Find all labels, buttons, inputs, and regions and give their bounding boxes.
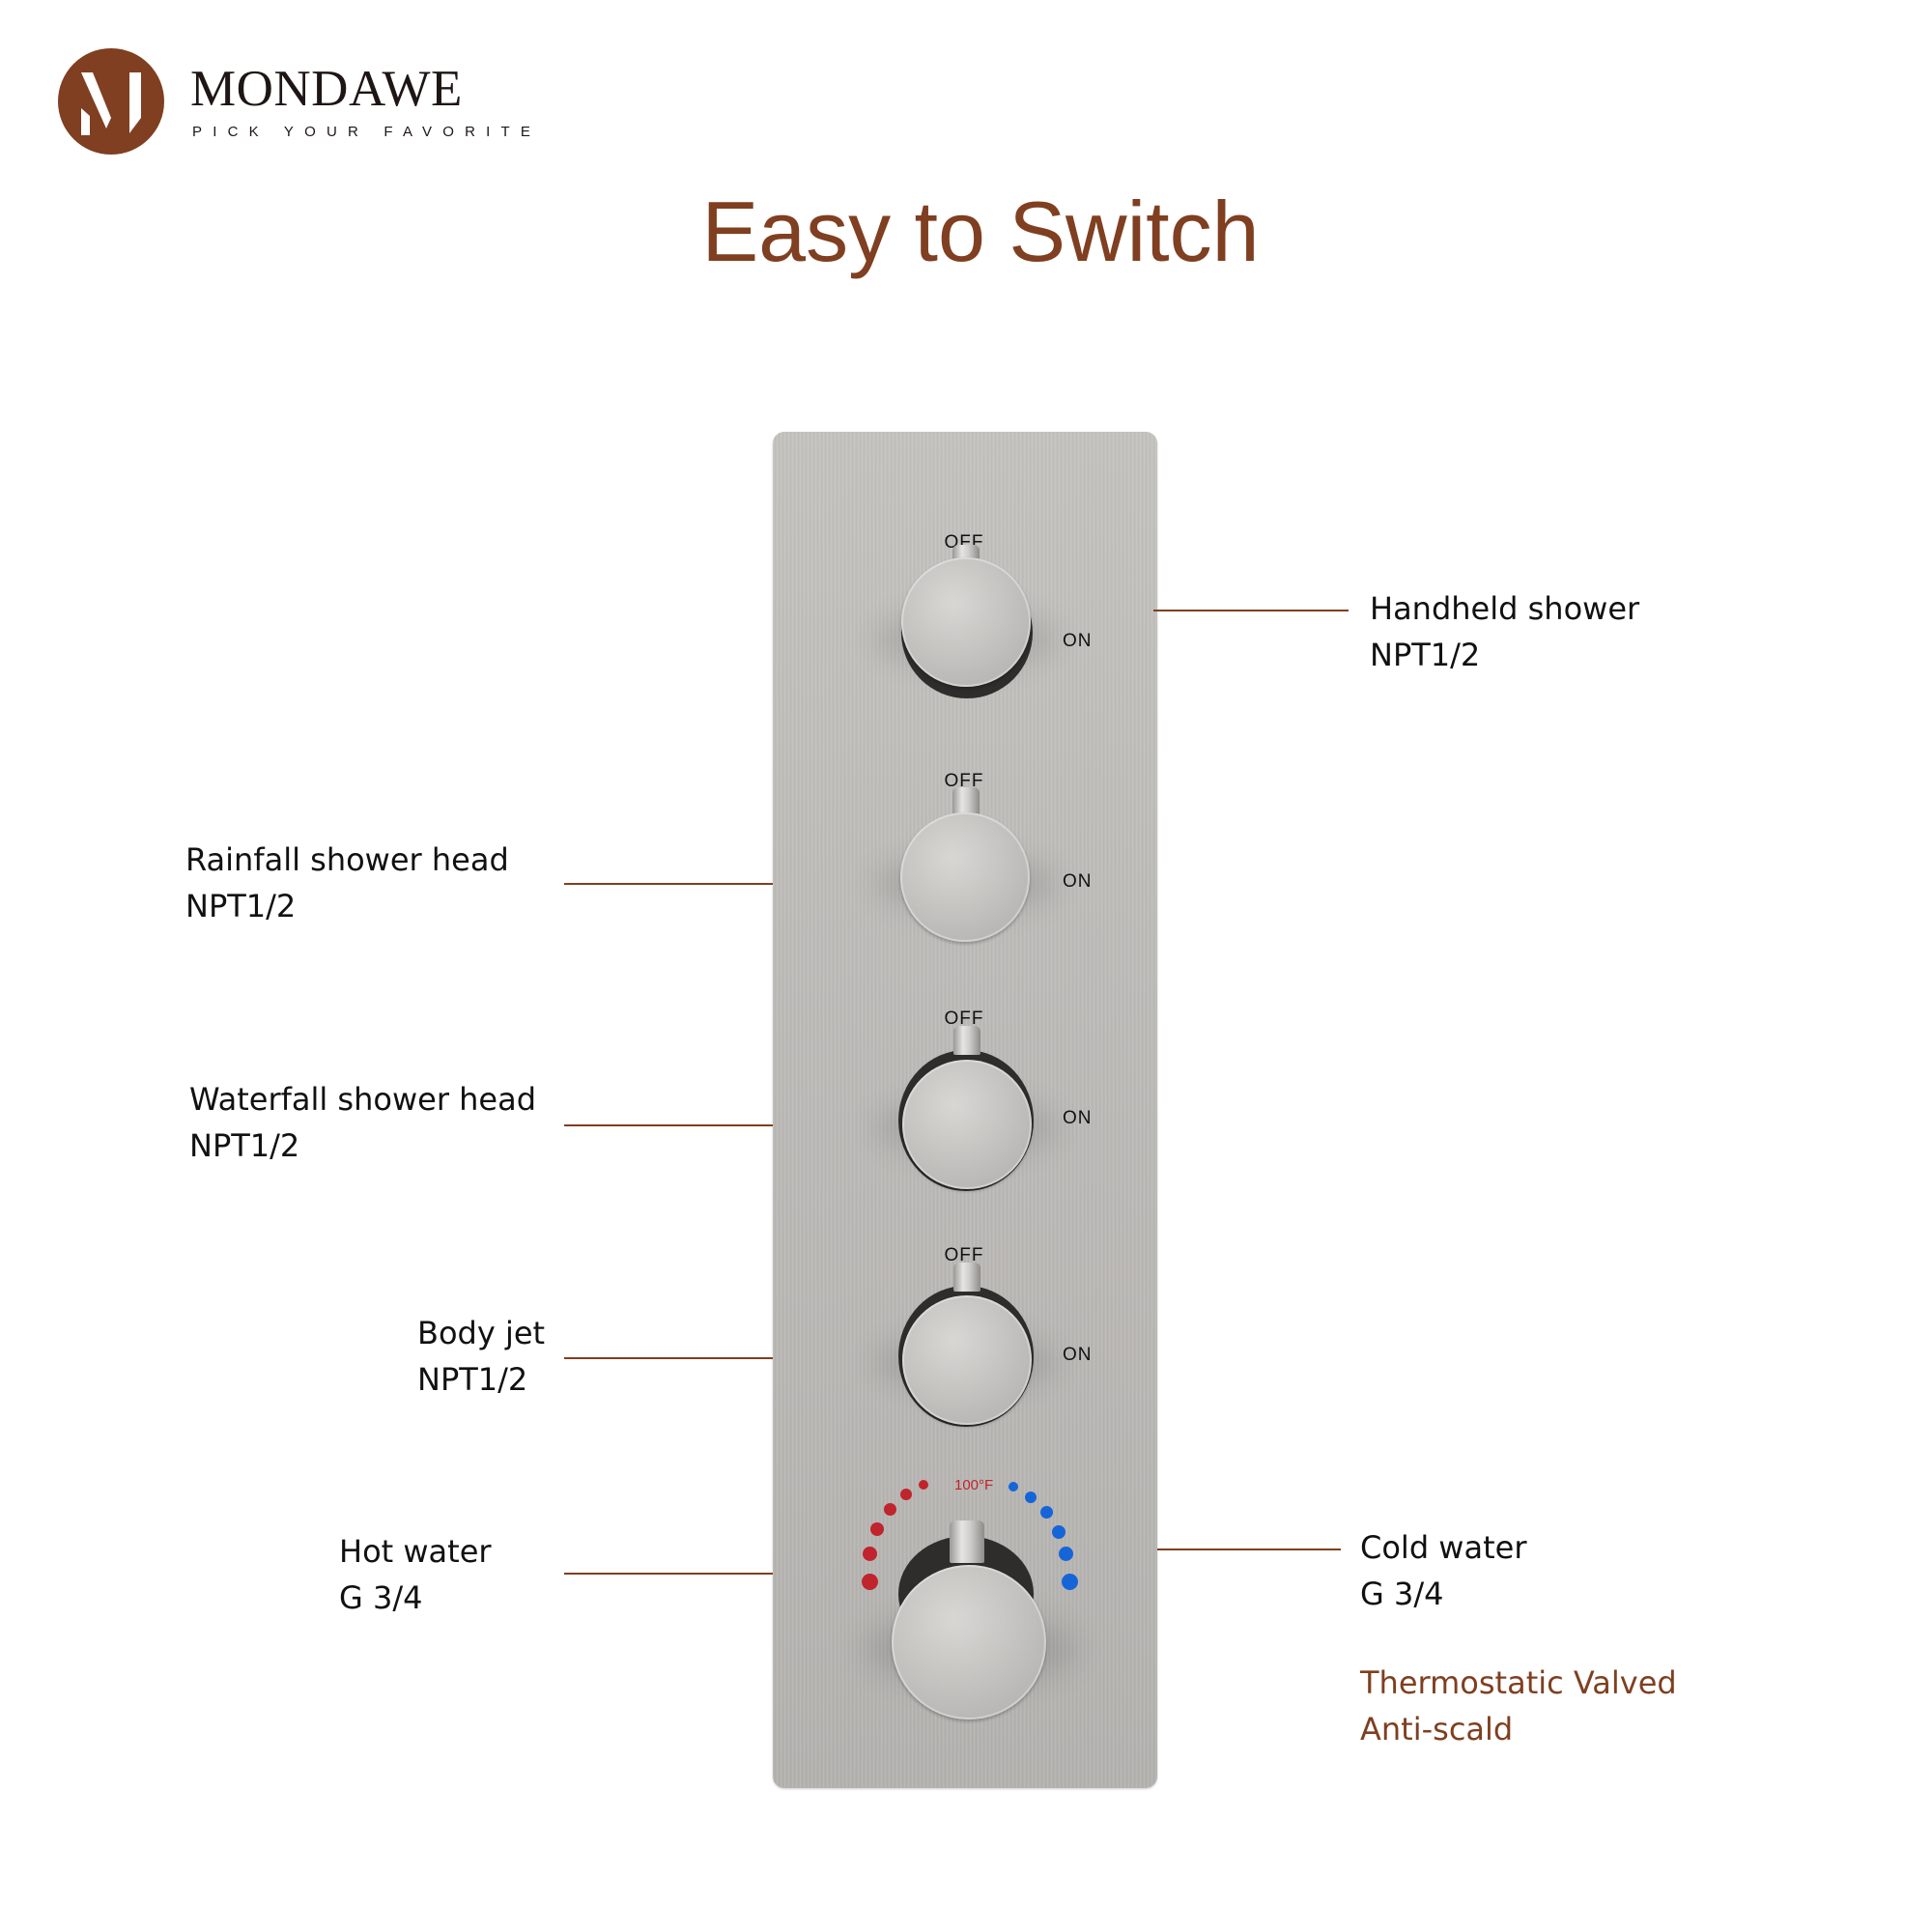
callout-hot-water: Hot water G 3/4 bbox=[339, 1528, 492, 1621]
callout-spec: NPT1/2 bbox=[189, 1127, 300, 1164]
callout-waterfall: Waterfall shower head NPT1/2 bbox=[189, 1076, 536, 1169]
thermostat-pin bbox=[950, 1520, 984, 1563]
diverter-pin bbox=[953, 1026, 980, 1055]
callout-spec: NPT1/2 bbox=[1370, 637, 1481, 673]
thermostat-knob[interactable] bbox=[892, 1565, 1046, 1719]
diverter-pin bbox=[952, 787, 980, 816]
on-label: ON bbox=[1063, 1108, 1093, 1128]
diverter-knob-body-jet[interactable] bbox=[902, 1295, 1032, 1425]
diverter-knob-handheld[interactable] bbox=[901, 557, 1031, 687]
m-monogram-icon bbox=[81, 72, 141, 135]
page-title: Easy to Switch bbox=[701, 184, 1260, 279]
hot-indicator-dot bbox=[919, 1480, 928, 1490]
off-label: OFF bbox=[944, 1245, 984, 1265]
hot-indicator-dot bbox=[863, 1547, 877, 1561]
callout-handheld: Handheld shower NPT1/2 bbox=[1370, 585, 1639, 678]
on-label: ON bbox=[1063, 871, 1093, 892]
diverter-knob-waterfall[interactable] bbox=[902, 1060, 1032, 1189]
temperature-label: 100°F bbox=[954, 1477, 994, 1493]
cold-indicator-dot bbox=[1052, 1525, 1065, 1539]
callout-name: Hot water bbox=[339, 1533, 492, 1570]
leader-line-waterfall bbox=[564, 1124, 773, 1126]
callout-name: Rainfall shower head bbox=[185, 841, 509, 878]
leader-line-cold-water bbox=[1157, 1548, 1341, 1550]
cold-indicator-dot bbox=[1062, 1574, 1078, 1590]
brand-logo bbox=[58, 48, 164, 155]
callout-spec: NPT1/2 bbox=[417, 1361, 528, 1398]
diverter-knob-rainfall[interactable] bbox=[900, 812, 1030, 942]
valve-panel: OFF ON OFF ON OFF ON OFF ON 100°F bbox=[773, 432, 1157, 1788]
callout-name: Handheld shower bbox=[1370, 590, 1640, 627]
cold-indicator-dot bbox=[1059, 1547, 1073, 1561]
callout-rainfall: Rainfall shower head NPT1/2 bbox=[185, 837, 509, 929]
callout-name: Waterfall shower head bbox=[189, 1081, 537, 1118]
brand-name: MONDAWE bbox=[190, 61, 463, 117]
hot-indicator-dot bbox=[862, 1574, 878, 1590]
on-label: ON bbox=[1063, 631, 1093, 651]
callout-cold-water: Cold water G 3/4 bbox=[1360, 1524, 1526, 1617]
feature-line-2: Anti-scald bbox=[1360, 1711, 1514, 1747]
hot-indicator-dot bbox=[900, 1489, 912, 1500]
feature-line-1: Thermostatic Valved bbox=[1360, 1664, 1677, 1701]
leader-line-handheld bbox=[1153, 610, 1349, 611]
on-label: ON bbox=[1063, 1345, 1093, 1365]
callout-spec: G 3/4 bbox=[1360, 1576, 1444, 1612]
leader-line-body-jet bbox=[564, 1357, 773, 1359]
callout-spec: G 3/4 bbox=[339, 1579, 423, 1616]
brand-tagline: PICK YOUR FAVORITE bbox=[192, 124, 542, 140]
cold-indicator-dot bbox=[1025, 1492, 1037, 1503]
cold-indicator-dot bbox=[1040, 1506, 1053, 1519]
callout-name: Body jet bbox=[417, 1315, 546, 1351]
callout-spec: NPT1/2 bbox=[185, 888, 297, 924]
hot-indicator-dot bbox=[884, 1503, 896, 1516]
callout-name: Cold water bbox=[1360, 1529, 1527, 1566]
leader-line-rainfall bbox=[564, 883, 773, 885]
off-label: OFF bbox=[944, 1009, 984, 1029]
cold-indicator-dot bbox=[1009, 1482, 1018, 1492]
hot-indicator-dot bbox=[870, 1522, 884, 1536]
callout-body-jet: Body jet NPT1/2 bbox=[417, 1310, 545, 1403]
diverter-pin bbox=[953, 1263, 980, 1292]
off-label: OFF bbox=[944, 771, 984, 791]
callout-feature: Thermostatic Valved Anti-scald bbox=[1360, 1660, 1677, 1752]
leader-line-hot-water bbox=[564, 1573, 773, 1575]
